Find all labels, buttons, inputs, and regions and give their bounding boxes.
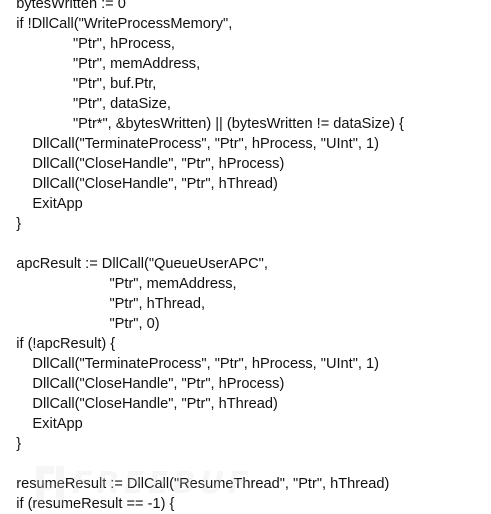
code-line: DllCall("CloseHandle", "Ptr", hThread)	[0, 176, 278, 192]
code-line: }	[0, 436, 22, 452]
code-line: if (!apcResult) {	[0, 336, 116, 352]
code-line: ExitApp	[0, 416, 83, 432]
code-line: if (resumeResult == -1) {	[0, 496, 175, 512]
code-line: }	[0, 216, 22, 232]
code-line: "Ptr", memAddress,	[0, 56, 201, 72]
code-line: DllCall("CloseHandle", "Ptr", hProcess)	[0, 376, 285, 392]
code-lines: bytesWritten := 0 if !DllCall("WriteProc…	[0, 0, 404, 512]
code-line: resumeResult := DllCall("ResumeThread", …	[0, 476, 390, 492]
code-line: bytesWritten := 0	[0, 0, 126, 12]
code-line: ExitApp	[0, 196, 83, 212]
code-line: "Ptr*", &bytesWritten) || (bytesWritten …	[0, 116, 404, 132]
code-line: DllCall("TerminateProcess", "Ptr", hProc…	[0, 136, 379, 152]
code-line	[0, 234, 404, 254]
code-line: "Ptr", 0)	[0, 316, 160, 332]
code-line: apcResult := DllCall("QueueUserAPC",	[0, 256, 268, 272]
code-line: "Ptr", dataSize,	[0, 96, 171, 112]
code-line: "Ptr", hProcess,	[0, 36, 175, 52]
code-line: DllCall("CloseHandle", "Ptr", hProcess)	[0, 156, 285, 172]
code-line: if !DllCall("WriteProcessMemory",	[0, 16, 233, 32]
code-line: DllCall("CloseHandle", "Ptr", hThread)	[0, 396, 278, 412]
code-line: "Ptr", hThread,	[0, 296, 206, 312]
code-line: DllCall("TerminateProcess", "Ptr", hProc…	[0, 356, 379, 372]
code-line: "Ptr", buf.Ptr,	[0, 76, 157, 92]
code-line	[0, 454, 404, 474]
code-line: "Ptr", memAddress,	[0, 276, 237, 292]
